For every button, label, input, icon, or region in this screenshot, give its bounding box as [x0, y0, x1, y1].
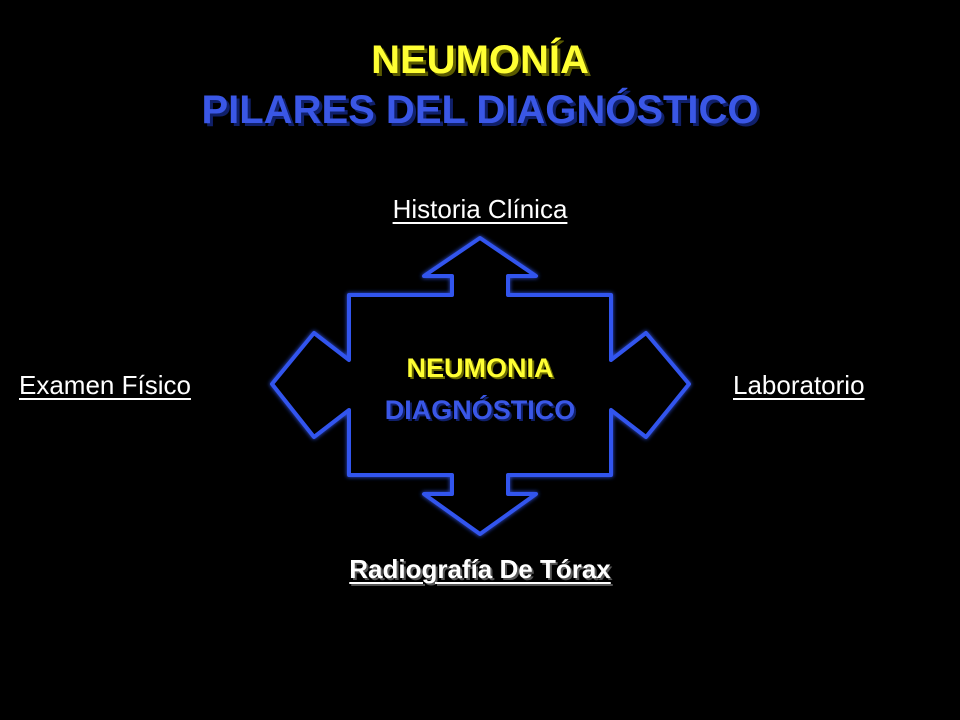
label-historia-clinica: Historia Clínica — [392, 194, 568, 224]
slide-title: NEUMONÍA — [371, 38, 589, 82]
quad-arrow-outline — [270, 236, 691, 536]
center-label-diagnostico: DIAGNÓSTICO — [384, 395, 576, 425]
label-radiografia-torax: Radiografía De Tórax — [349, 554, 611, 584]
label-laboratorio: Laboratorio — [733, 370, 865, 400]
slide-subtitle: PILARES DEL DIAGNÓSTICO — [201, 88, 759, 132]
label-examen-fisico: Examen Físico — [19, 370, 191, 400]
center-label-neumonia: NEUMONIA — [406, 353, 554, 383]
